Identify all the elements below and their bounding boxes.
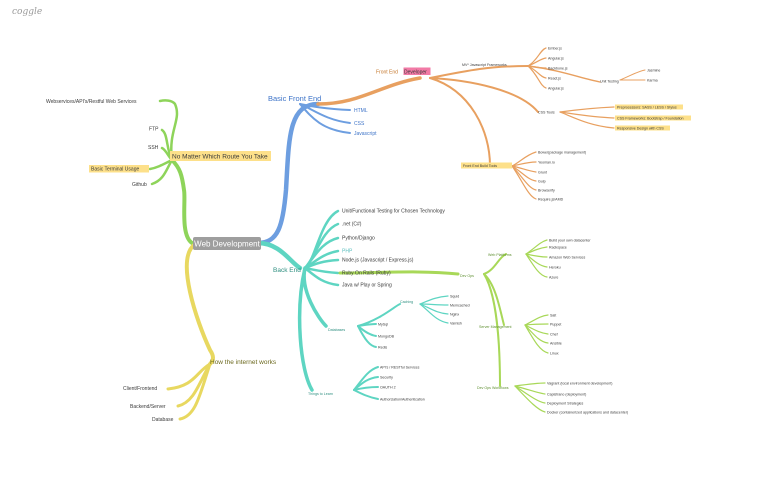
front-end-label: Front End — [376, 70, 398, 76]
ssh-node[interactable]: SSH — [148, 145, 159, 151]
basic-front-end-label[interactable]: Basic Front End — [268, 94, 321, 103]
unit-testing-chosen-node[interactable]: Unit/Functional Testing for Chosen Techn… — [342, 209, 445, 215]
yeoman-node[interactable]: Yeoman.io — [538, 161, 555, 165]
gulp-node[interactable]: Gulp — [538, 180, 546, 184]
ember-node[interactable]: Ember.js — [548, 47, 562, 51]
developer-label: Developer — [404, 70, 427, 76]
oauth-node[interactable]: OAUTH 2 — [380, 386, 396, 390]
nodejs-node[interactable]: Node.js (Javascript / Express.js) — [342, 258, 414, 264]
highlight — [170, 151, 271, 161]
php-node[interactable]: PHP — [342, 249, 353, 255]
basic-terminal-node[interactable]: Basic Terminal Usage — [91, 167, 139, 173]
varnish-node[interactable]: Varnish — [450, 322, 462, 326]
how-internet-works-branch: How the internet works Client/Frontend B… — [123, 359, 277, 423]
css-tools-node[interactable]: CSS Tools — [538, 111, 555, 115]
unit-testing-node[interactable]: Unit Testing — [600, 80, 619, 84]
squid-node[interactable]: Squid — [450, 295, 459, 299]
javascript-node[interactable]: Javascript — [354, 131, 377, 137]
coggle-logo[interactable]: coggle — [12, 7, 42, 17]
server-management-node[interactable]: Server Management — [479, 325, 512, 329]
branch-lines — [148, 47, 646, 421]
preprocessors-node[interactable]: Preprocessors: SASS / LESS / Stylus — [617, 106, 677, 110]
dotnet-node[interactable]: .net (C#) — [342, 222, 362, 228]
css-frameworks-node[interactable]: CSS Frameworks: Bootstrap / Foundation — [617, 117, 684, 121]
vagrant-node[interactable]: Vagrant (local environment development) — [547, 382, 612, 386]
highlight — [615, 104, 683, 110]
how-internet-works-label[interactable]: How the internet works — [210, 359, 277, 366]
karma-node[interactable]: Karma — [647, 79, 658, 83]
back-end-branch: Back End Unit/Functional Testing for Cho… — [273, 209, 628, 415]
java-node[interactable]: Java w/ Play or Spring — [342, 283, 392, 289]
angular-node-2[interactable]: Angular.js — [548, 87, 564, 91]
angular-node[interactable]: Angular.js — [548, 57, 564, 61]
react-node[interactable]: React.js — [548, 77, 561, 81]
css-node[interactable]: CSS — [354, 121, 365, 127]
no-matter-route-label[interactable]: No Matter Which Route You Take — [172, 154, 268, 161]
build-tools-node[interactable]: Front End Build Tools — [463, 164, 497, 168]
dev-ops-node[interactable]: Dev Ops — [460, 274, 474, 278]
python-django-node[interactable]: Python/Django — [342, 236, 375, 242]
puppet-node[interactable]: Puppet — [550, 323, 561, 327]
redis-node[interactable]: Redis — [378, 346, 387, 350]
azure-node[interactable]: Azure — [549, 276, 558, 280]
highlight — [615, 115, 691, 121]
browserify-node[interactable]: Browserify — [538, 189, 555, 193]
highlight — [615, 125, 670, 131]
deployment-strategies-node[interactable]: Deployment Strategies — [547, 402, 584, 406]
mv-frameworks-node[interactable]: MV* Javascript Frameworks — [462, 63, 507, 67]
authorization-node[interactable]: Authorization/Authentication — [380, 398, 425, 402]
mysql-node[interactable]: MySql — [378, 323, 388, 327]
chef-node[interactable]: Chef — [550, 333, 558, 337]
root-label: Web Development — [194, 240, 260, 249]
database-node[interactable]: Database — [152, 417, 174, 423]
mongodb-node[interactable]: MongoDB — [378, 335, 395, 339]
memcached-node[interactable]: Memcached — [450, 304, 470, 308]
apis-node[interactable]: API's / RESTful Services — [380, 366, 420, 370]
nginx-node[interactable]: Nginx — [450, 313, 459, 317]
own-datacenter-node[interactable]: Build your own datacenter — [549, 239, 591, 243]
backbone-node[interactable]: Backbone.js — [548, 67, 568, 71]
ansible-node[interactable]: Ansible — [550, 342, 562, 346]
basic-front-end-branch: Basic Front End HTML CSS Javascript Fron… — [268, 47, 691, 202]
root-node[interactable]: Web Development — [193, 237, 261, 250]
html-node[interactable]: HTML — [354, 108, 368, 114]
heroku-node[interactable]: Heroku — [549, 266, 561, 270]
grunt-node[interactable]: Grunt — [538, 171, 547, 175]
highlight — [89, 165, 149, 173]
jasmine-node[interactable]: Jasmine — [647, 69, 660, 73]
aws-node[interactable]: Amazon Web Services — [549, 256, 585, 260]
security-node[interactable]: Security — [380, 376, 393, 380]
no-matter-route-branch: No Matter Which Route You Take Webservic… — [46, 99, 271, 188]
client-frontend-node[interactable]: Client/Frontend — [123, 386, 157, 392]
webservices-node[interactable]: Webservices/API's/Restful Web Services — [46, 99, 137, 105]
requirejs-node[interactable]: Require.js/AMD — [538, 198, 564, 202]
dev-ops-workflows-node[interactable]: Dev Ops Workflows — [477, 386, 509, 390]
docker-node[interactable]: Docker (containerized applications and d… — [547, 411, 628, 415]
capistrano-node[interactable]: Capistrano (deployment) — [547, 393, 586, 397]
ruby-on-rails-node[interactable]: Ruby On Rails (Ruby) — [342, 271, 391, 277]
databases-node[interactable]: Databases — [328, 328, 345, 332]
ftp-node[interactable]: FTP — [149, 127, 159, 133]
backend-server-node[interactable]: Backend/Server — [130, 404, 166, 410]
bower-node[interactable]: Bower(package management) — [538, 151, 586, 155]
responsive-design-node[interactable]: Responsive Design with CSS — [617, 127, 664, 131]
back-end-label[interactable]: Back End — [273, 267, 301, 274]
front-end-developer-node[interactable]: Front End Developer — [376, 67, 431, 76]
caching-node[interactable]: Caching — [400, 300, 413, 304]
highlight — [461, 162, 512, 169]
web-platforms-node[interactable]: Web Platforms — [488, 253, 512, 257]
github-node[interactable]: Github — [132, 182, 147, 188]
linux-node[interactable]: Linux — [550, 352, 559, 356]
things-to-learn-node[interactable]: Things to Learn — [308, 392, 333, 396]
salt-node[interactable]: Salt — [550, 314, 556, 318]
rackspace-node[interactable]: Rackspace — [549, 246, 567, 250]
